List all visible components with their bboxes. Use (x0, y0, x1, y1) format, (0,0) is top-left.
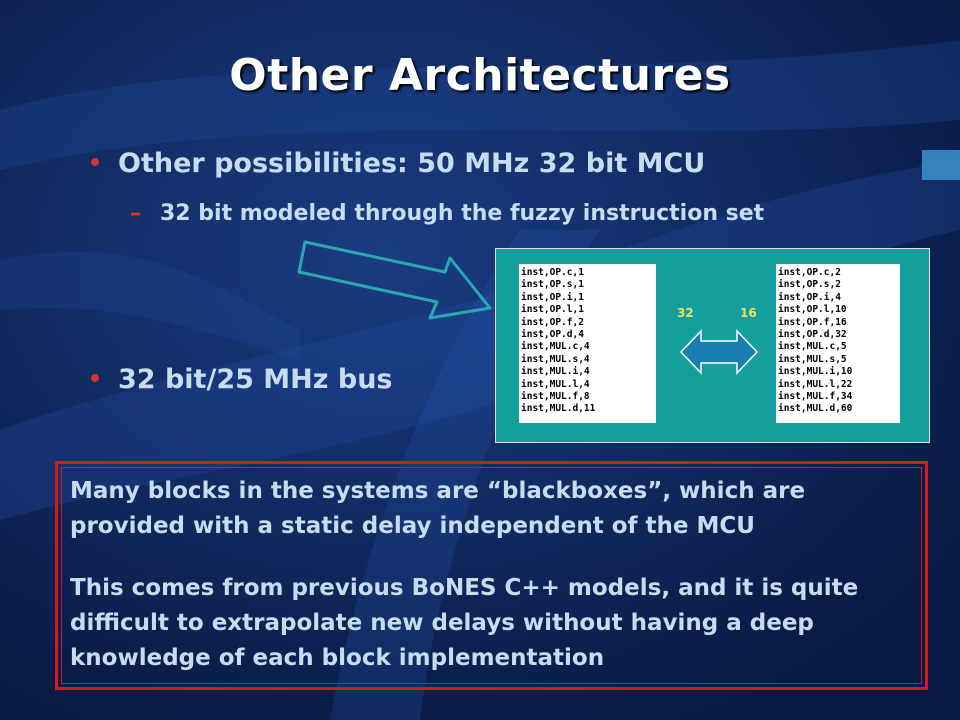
subbullet-text: 32 bit modeled through the fuzzy instruc… (160, 201, 765, 226)
pointer-arrow-icon (297, 240, 492, 320)
instruction-line: inst,OP.l,1 (521, 304, 584, 316)
notes-box-border (61, 467, 922, 684)
instruction-line: inst,OP.s,1 (521, 279, 584, 291)
instruction-line: inst,MUL.s,5 (778, 353, 847, 365)
instruction-line: inst,OP.c,1 (521, 267, 584, 278)
bullet-dot-icon: • (88, 367, 103, 392)
instruction-line: inst,MUL.d,11 (521, 403, 596, 415)
instruction-line: inst,OP.l,10 (778, 304, 847, 316)
instruction-line: inst,MUL.c,5 (778, 341, 847, 353)
instruction-line: inst,OP.d,32 (778, 329, 847, 341)
double-arrow-icon (679, 329, 759, 375)
instruction-line: inst,MUL.d,60 (778, 403, 853, 415)
bullet-text: 32 bit/25 MHz bus (118, 364, 393, 395)
instruction-line: inst,OP.f,16 (778, 316, 847, 328)
instruction-line: inst,OP.c,2 (778, 267, 841, 278)
bullet-bus: • 32 bit/25 MHz bus (88, 364, 393, 395)
instruction-line: inst,MUL.f,8 (521, 391, 590, 403)
note-blackboxes: Many blocks in the systems are “blackbox… (70, 478, 806, 539)
instruction-line: inst,OP.f,2 (521, 316, 584, 328)
bullet-text: Other possibilities: 50 MHz 32 bit MCU (118, 148, 706, 179)
instruction-line: inst,MUL.i,10 (778, 366, 853, 378)
notes-box: Many blocks in the systems are “blackbox… (55, 461, 928, 690)
label-16: 16 (740, 306, 757, 320)
instruction-line: inst,OP.s,2 (778, 279, 841, 291)
instruction-line: inst,MUL.s,4 (521, 353, 590, 365)
label-32: 32 (677, 306, 694, 320)
slide-title: Other Architectures (229, 50, 731, 101)
instruction-line: inst,MUL.f,34 (778, 391, 853, 403)
instruction-line: inst,MUL.i,4 (521, 366, 590, 378)
subbullet-fuzzy: – 32 bit modeled through the fuzzy instr… (130, 197, 860, 231)
note-bones-models: This comes from previous BoNES C++ model… (70, 575, 859, 671)
bullet-mcu: • Other possibilities: 50 MHz 32 bit MCU (88, 148, 706, 179)
instruction-line: inst,MUL.c,4 (521, 341, 590, 353)
instruction-line: inst,OP.i,1 (521, 291, 584, 303)
instruction-line: inst,OP.d,4 (521, 329, 584, 341)
instruction-line: inst,MUL.l,22 (778, 378, 853, 390)
bullet-dot-icon: • (88, 151, 103, 176)
dash-icon: – (130, 201, 141, 226)
instruction-line: inst,MUL.l,4 (521, 378, 590, 390)
instruction-line: inst,OP.i,4 (778, 291, 841, 303)
